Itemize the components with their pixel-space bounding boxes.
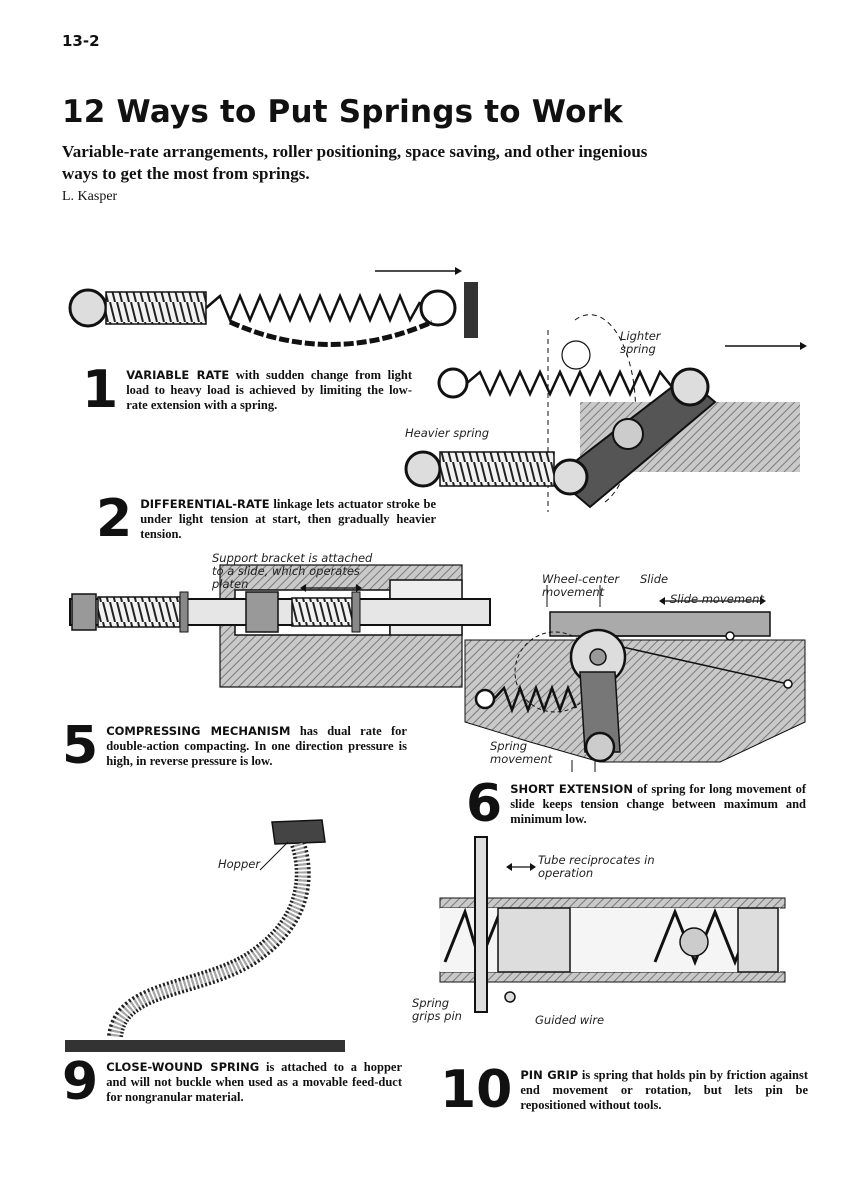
figure-2-differential-rate xyxy=(404,314,807,512)
caption-text: COMPRESSING MECHANISM has dual rate for … xyxy=(106,724,407,768)
caption-2: 2 DIFFERENTIAL-RATE linkage lets actuato… xyxy=(96,489,436,549)
caption-10: 10 PIN GRIP is spring that holds pin by … xyxy=(440,1060,808,1120)
label-heavier-spring: Heavier spring xyxy=(405,426,490,440)
figure-10-pin-grip xyxy=(439,836,786,1013)
label-lighter-spring: Lighter spring xyxy=(620,329,661,356)
caption-number: 6 xyxy=(466,774,503,834)
caption-9: 9 CLOSE-WOUND SPRING is attached to a ho… xyxy=(62,1052,402,1112)
figure-6-short-extension xyxy=(464,585,806,772)
caption-text: DIFFERENTIAL-RATE linkage lets actuator … xyxy=(140,497,436,541)
caption-5: 5 COMPRESSING MECHANISM has dual rate fo… xyxy=(62,716,407,776)
label-wheel-center-movement: Wheel-center movement xyxy=(542,572,620,599)
label-tube-reciprocates: Tube reciprocates in operation xyxy=(538,853,655,880)
figure-5-compressing-mechanism xyxy=(69,564,491,688)
caption-number: 9 xyxy=(62,1052,99,1112)
label-spring-grips-pin: Spring grips pin xyxy=(412,996,462,1023)
label-spring-movement: Spring movement xyxy=(490,739,553,766)
figure-9-close-wound-spring xyxy=(65,819,345,1052)
caption-number: 2 xyxy=(96,489,133,549)
page-subtitle: Variable-rate arrangements, roller posit… xyxy=(62,142,648,183)
caption-number: 1 xyxy=(82,360,119,420)
caption-1: 1 VARIABLE RATE with sudden change from … xyxy=(82,360,412,420)
page-title: 12 Ways to Put Springs to Work xyxy=(62,94,623,130)
label-slide-movement: Slide movement xyxy=(670,592,764,606)
caption-text: PIN GRIP is spring that holds pin by fri… xyxy=(520,1068,808,1112)
caption-number: 10 xyxy=(440,1060,513,1120)
springs-illustration: Lighter spring Heavier spring Support br… xyxy=(60,262,820,1132)
figure-1-variable-rate xyxy=(68,267,478,347)
label-slide: Slide xyxy=(640,572,669,586)
caption-number: 5 xyxy=(62,716,99,776)
label-guided-wire: Guided wire xyxy=(535,1013,605,1027)
caption-text: VARIABLE RATE with sudden change from li… xyxy=(126,368,412,412)
page-author: L. Kasper xyxy=(62,189,118,204)
page-number: 13-2 xyxy=(62,32,100,50)
label-hopper: Hopper xyxy=(218,857,261,871)
caption-text: CLOSE-WOUND SPRING is attached to a hopp… xyxy=(106,1060,402,1104)
caption-text: SHORT EXTENSION of spring for long movem… xyxy=(510,782,806,826)
springs-artwork xyxy=(65,267,807,1052)
label-support-bracket: Support bracket is attached to a slide, … xyxy=(212,551,373,591)
caption-6: 6 SHORT EXTENSION of spring for long mov… xyxy=(466,774,806,834)
